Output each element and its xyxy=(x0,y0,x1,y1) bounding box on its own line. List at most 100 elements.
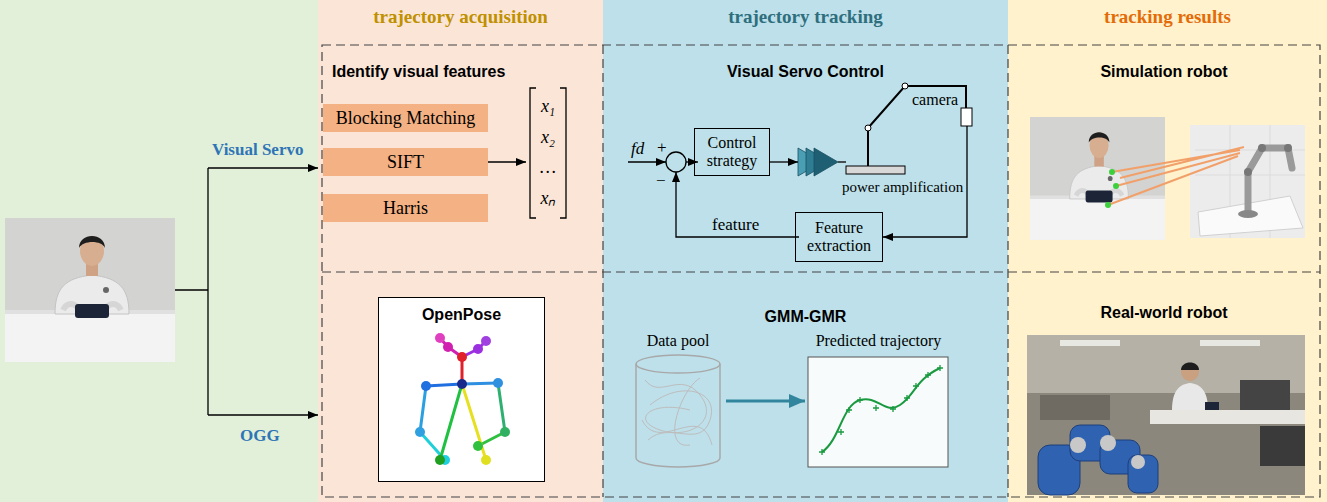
simulation-image xyxy=(1238,210,1258,218)
panel-ground xyxy=(318,0,603,502)
panel-band: trajectory trackingVisual Servo ControlC… xyxy=(603,0,1008,502)
pose-ground xyxy=(378,297,545,482)
robot-symbol xyxy=(868,86,966,166)
data-pool-symbol xyxy=(636,364,720,467)
trajectory-plot-symbol xyxy=(822,368,940,452)
pose-skeleton xyxy=(481,336,491,346)
pose-skeleton xyxy=(440,384,462,460)
amplifier-symbol xyxy=(798,148,838,176)
real-robot-image xyxy=(1172,383,1208,410)
branch-arrow xyxy=(175,168,208,415)
node-text: tracking results xyxy=(1008,0,1327,28)
control-loop xyxy=(676,172,799,237)
robot-symbol xyxy=(961,108,972,126)
method-box: SIFT xyxy=(323,148,488,176)
data-pool-symbol xyxy=(636,355,720,467)
simulation-image xyxy=(1108,147,1244,205)
connector xyxy=(838,161,846,162)
dashed-frame xyxy=(322,45,1320,497)
pose-skeleton xyxy=(473,441,483,451)
trajectory-plot-symbol xyxy=(808,357,948,467)
node-text: Identify visual features xyxy=(322,45,603,81)
real-robot-image xyxy=(1205,402,1219,410)
connector xyxy=(726,400,805,403)
node-text: Simulation robot xyxy=(1008,45,1320,81)
node-text: Control strategy xyxy=(695,134,769,171)
node-text: OpenPose xyxy=(379,298,544,324)
simulation-image xyxy=(1248,148,1292,212)
data-pool: Data pool xyxy=(630,332,726,470)
panel-ground xyxy=(1008,0,1327,502)
node-text: trajectory tracking xyxy=(603,0,1008,28)
node-text: trajectory acquisition xyxy=(318,0,603,28)
pose-skeleton xyxy=(457,379,467,389)
real-robot-image xyxy=(1240,380,1290,410)
node-text: xₙ xyxy=(541,189,556,209)
result-cell: Simulation robot xyxy=(1008,45,1320,272)
pose-skeleton xyxy=(500,427,510,437)
trajectory-plot-symbol xyxy=(819,365,943,455)
pose-skeleton xyxy=(457,352,467,362)
branch-arrow xyxy=(175,168,318,415)
node-text: SIFT xyxy=(387,152,424,173)
connector xyxy=(488,161,526,162)
signal-name: feature xyxy=(712,216,759,235)
pose-skeleton xyxy=(435,455,445,465)
panel-band: trajectory acquisitionIdentify visual fe… xyxy=(318,0,603,502)
simulation-image xyxy=(1195,125,1305,238)
pose-skeleton xyxy=(435,333,445,343)
node-text: Visual Servo Control xyxy=(603,45,1008,81)
node-text: … xyxy=(540,158,556,178)
vector-bracket xyxy=(530,88,566,218)
amplifier: power amplification xyxy=(798,148,838,176)
pose-skeleton xyxy=(481,455,491,465)
pose-skeleton xyxy=(415,427,425,437)
control-loop xyxy=(686,161,698,162)
node-text: Feature extraction xyxy=(796,219,882,256)
pose-skeleton xyxy=(462,384,486,460)
real-robot-image xyxy=(1131,455,1145,469)
node-text: x₁ xyxy=(541,97,555,117)
pose-skeleton xyxy=(421,381,431,391)
pose-skeleton xyxy=(420,386,426,432)
node-text: x₂ xyxy=(541,128,555,148)
panel-cell: Identify visual featuresBlocking Matchin… xyxy=(322,45,603,272)
real-robot-image xyxy=(1260,426,1305,466)
panel-cell: GMM-GMR Data pool Predicted trajectory xyxy=(603,272,1008,497)
pose-skeleton xyxy=(462,383,498,384)
real-robot-image xyxy=(1181,363,1199,371)
pose-skeleton xyxy=(443,342,453,352)
dashed-frame xyxy=(322,45,1320,497)
simulation-image xyxy=(1190,125,1305,238)
pose-skeleton xyxy=(493,378,503,388)
node-text: Real-world robot xyxy=(1008,272,1320,322)
robot-symbol xyxy=(966,126,967,178)
simulation-image xyxy=(1258,144,1266,152)
real-robot-image xyxy=(1060,340,1120,346)
amplifier-symbol xyxy=(814,148,838,176)
pose-skeleton xyxy=(415,333,510,465)
panel-ground xyxy=(0,0,318,502)
simulation-image xyxy=(1109,169,1115,175)
real-robot-image xyxy=(1027,335,1305,495)
node-text: Predicted trajectory xyxy=(805,332,952,350)
method-box: Harris xyxy=(323,194,488,222)
node-text: GMM-GMR xyxy=(603,272,1008,326)
real-robot-image xyxy=(1040,395,1110,420)
real-robot-image xyxy=(1128,455,1158,493)
pose-skeleton xyxy=(473,344,483,354)
node-text: Harris xyxy=(383,198,428,219)
node-text: Data pool xyxy=(630,332,726,350)
robot-arm: camera xyxy=(846,80,985,178)
result-cell: Real-world robot xyxy=(1008,272,1320,497)
node-text: power amplification xyxy=(842,179,963,196)
node-text: Blocking Matching xyxy=(336,108,475,129)
simulation-image xyxy=(1244,168,1252,176)
pose-skeleton xyxy=(498,383,505,432)
person-photo xyxy=(5,218,175,362)
feature-vector: x₁ x₂ … xₙ xyxy=(526,86,570,220)
simulation-image xyxy=(1030,117,1305,240)
node-text: camera xyxy=(912,91,958,109)
panel-cell: Visual Servo ControlControl strategy powe… xyxy=(603,45,1008,272)
